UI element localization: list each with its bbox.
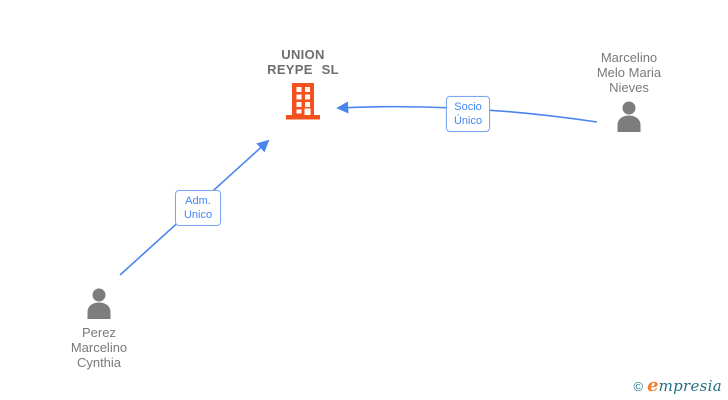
company-name[interactable]: UNION REYPE SL	[267, 47, 339, 77]
relation-label-adm-unico: Adm. Unico	[175, 190, 221, 226]
person-silhouette-icon[interactable]	[82, 288, 116, 319]
person-name[interactable]: Marcelino Melo Maria Nieves	[596, 50, 662, 95]
copyright-icon: ©	[633, 379, 644, 394]
person-silhouette-icon[interactable]	[612, 101, 646, 132]
person-node-marcelino-melo[interactable]: Marcelino Melo Maria Nieves	[579, 50, 679, 132]
brand-wordmark: empresia	[647, 375, 722, 396]
person-node-perez-marcelino[interactable]: Perez Marcelino Cynthia	[49, 288, 149, 370]
relation-label-socio-unico: Socio Único	[446, 96, 490, 132]
company-node[interactable]: UNION REYPE SL	[255, 47, 351, 120]
empresia-logo[interactable]: © empresia	[634, 375, 722, 396]
person-name[interactable]: Perez Marcelino Cynthia	[70, 325, 128, 370]
building-icon[interactable]	[283, 83, 323, 120]
